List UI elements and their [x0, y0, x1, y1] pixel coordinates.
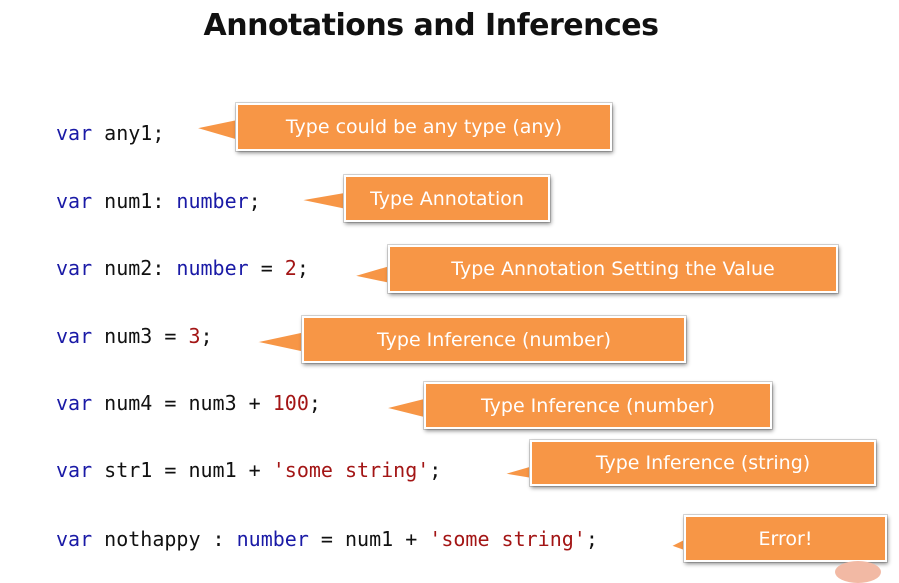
code-number: 100	[272, 391, 309, 415]
code-text: ;	[296, 256, 309, 280]
code-line-any1: var any1;	[56, 121, 164, 145]
code-type: number	[176, 256, 249, 280]
code-text: str1 = num1 +	[92, 458, 273, 482]
corner-decoration	[835, 561, 881, 583]
code-keyword: var	[56, 189, 93, 213]
code-text: =	[248, 256, 285, 280]
code-type: number	[236, 527, 309, 551]
code-line-num1: var num1: number;	[56, 189, 261, 213]
code-number: 2	[284, 256, 297, 280]
slide-title: Annotations and Inferences	[203, 8, 659, 43]
code-text: num1:	[92, 189, 177, 213]
code-string: 'some string'	[272, 458, 430, 482]
code-line-num4: var num4 = num3 + 100;	[56, 391, 321, 415]
code-text: ;	[308, 391, 321, 415]
code-line-num2: var num2: number = 2;	[56, 256, 309, 280]
callout-inference-num3: Type Inference (number)	[302, 316, 686, 363]
callout-any-type: Type could be any type (any)	[236, 103, 612, 151]
code-text: ;	[200, 324, 213, 348]
code-text: num2:	[92, 256, 177, 280]
code-keyword: var	[56, 256, 93, 280]
code-line-num3: var num3 = 3;	[56, 324, 213, 348]
code-keyword: var	[56, 391, 93, 415]
code-text: any1;	[92, 121, 165, 145]
code-line-str1: var str1 = num1 + 'some string';	[56, 458, 441, 482]
code-text: = num1 +	[308, 527, 430, 551]
callout-error: Error!	[684, 515, 887, 562]
code-keyword: var	[56, 121, 93, 145]
code-text: ;	[248, 189, 261, 213]
code-text: num4 = num3 +	[92, 391, 273, 415]
callout-inference-string: Type Inference (string)	[530, 440, 876, 486]
code-number: 3	[188, 324, 201, 348]
code-text: ;	[429, 458, 442, 482]
callout-inference-num4: Type Inference (number)	[424, 382, 772, 429]
code-keyword: var	[56, 458, 93, 482]
callout-type-annotation: Type Annotation	[344, 175, 550, 222]
code-keyword: var	[56, 527, 93, 551]
code-type: number	[176, 189, 249, 213]
code-text: nothappy :	[92, 527, 237, 551]
callout-annotation-value: Type Annotation Setting the Value	[388, 245, 838, 293]
code-text: num3 =	[92, 324, 189, 348]
code-text: ;	[585, 527, 598, 551]
code-string: 'some string'	[429, 527, 586, 551]
code-line-nothappy: var nothappy : number = num1 + 'some str…	[56, 527, 598, 551]
code-keyword: var	[56, 324, 93, 348]
